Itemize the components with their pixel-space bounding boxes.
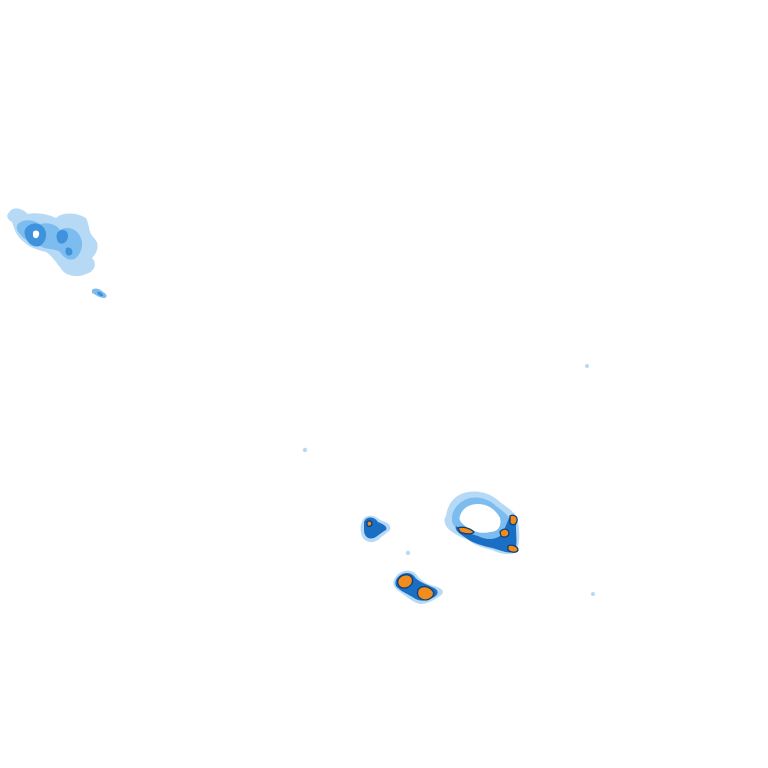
nw-trailing-streak-core bbox=[97, 291, 104, 297]
nw-light-hole bbox=[33, 230, 40, 239]
east-very-heavy-core-mid bbox=[499, 528, 510, 538]
central-west-small-cell bbox=[360, 515, 391, 543]
northwest-cell bbox=[7, 208, 107, 298]
isolated-specks bbox=[302, 364, 595, 596]
south-very-heavy-core-west bbox=[397, 574, 414, 589]
east-heavy-arc bbox=[455, 515, 517, 553]
eastern-ring-cell bbox=[444, 491, 520, 555]
speck bbox=[405, 550, 411, 556]
cw-very-heavy-core bbox=[366, 520, 373, 528]
east-very-heavy-core-sw bbox=[457, 526, 475, 535]
south-very-heavy-core-east bbox=[416, 585, 435, 601]
southern-cell bbox=[393, 570, 443, 604]
speck bbox=[302, 447, 308, 453]
east-ring-hole bbox=[459, 504, 501, 533]
speck bbox=[591, 592, 595, 596]
east-very-heavy-core-ne bbox=[509, 514, 518, 526]
speck bbox=[585, 364, 589, 368]
east-very-heavy-core-se bbox=[507, 544, 519, 553]
